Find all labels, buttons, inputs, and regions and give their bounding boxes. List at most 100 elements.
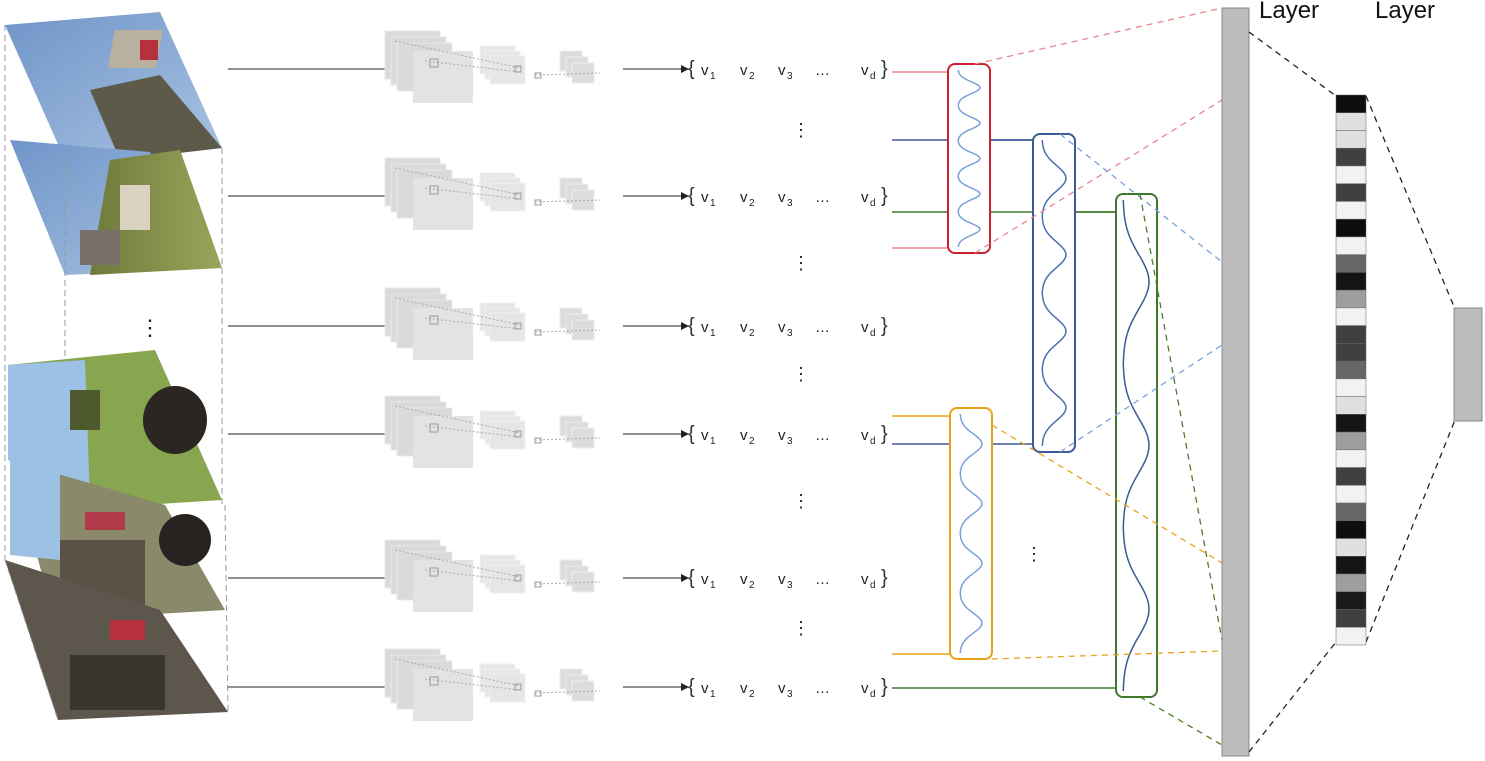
vector-right-brace: } [881, 676, 888, 698]
feature-cell [1335, 502, 1367, 522]
layer-label-2: Layer [1375, 0, 1436, 24]
output-layer-box [1453, 307, 1483, 422]
gaussian-green [1122, 199, 1150, 692]
feature-cell [1335, 520, 1367, 539]
vector-left-brace: { [688, 315, 695, 337]
vector-subscript: d [870, 328, 876, 339]
feature-cell [1335, 183, 1367, 202]
vector-subscript: 1 [710, 580, 716, 591]
vector-right-brace: } [881, 185, 888, 207]
filter-green [1115, 193, 1158, 698]
vector-left-brace: { [688, 567, 695, 589]
vector-component: v [778, 319, 786, 336]
vector-component: v [778, 62, 786, 79]
feature-cell [1335, 254, 1367, 273]
feature-cell [1335, 414, 1367, 433]
feature-cell [1335, 485, 1367, 504]
vector-subscript: 2 [749, 71, 755, 82]
vector-component: v [740, 571, 748, 588]
cnn-block-2 [384, 157, 689, 230]
vector-component: v [861, 427, 869, 444]
frame-2 [10, 140, 222, 275]
vector-component: v [740, 319, 748, 336]
feature-cell [1335, 130, 1367, 149]
vector-component: v [861, 680, 869, 697]
frame-1 [5, 12, 222, 160]
vector-dots: … [815, 319, 830, 336]
vector-right-brace: } [881, 423, 888, 445]
feature-cell [1335, 165, 1367, 184]
feature-cell [1335, 396, 1367, 415]
feature-cell [1335, 556, 1367, 575]
feature-cell [1335, 538, 1367, 557]
filter-blue [1032, 133, 1076, 453]
feature-cell [1335, 112, 1367, 131]
vector-right-brace: } [881, 567, 888, 589]
vector-component: v [701, 571, 709, 588]
vector-dots: … [815, 427, 830, 444]
feature-cell [1335, 467, 1367, 486]
vector-subscript: 3 [787, 580, 793, 591]
vector-subscript: 2 [749, 328, 755, 339]
cnn-block-1 [384, 30, 689, 103]
vector-component: v [861, 571, 869, 588]
row-ellipsis-3: ⋮ [792, 364, 810, 384]
row-ellipses: ⋮ ⋮ ⋮ ⋮ ⋮ ⋮ [792, 120, 1043, 638]
filter-to-layer-connections [974, 7, 1223, 746]
layer-label-1: Layer [1259, 0, 1320, 24]
vector-dots: … [815, 680, 830, 697]
vector-subscript: 1 [710, 198, 716, 209]
feature-cell [1335, 449, 1367, 468]
feature-strip [1335, 94, 1367, 646]
vector-component: v [701, 62, 709, 79]
gaussian-curves [957, 69, 1150, 692]
feature-cell [1335, 378, 1367, 397]
filter-red [947, 63, 991, 254]
vector-subscript: d [870, 71, 876, 82]
feature-cell [1335, 307, 1367, 326]
gaussian-blue [1041, 139, 1067, 447]
temporal-filters [947, 63, 1158, 698]
fc-layer-bar [1221, 7, 1250, 757]
vector-subscript: d [870, 580, 876, 591]
vector-subscript: 3 [787, 436, 793, 447]
vector-subscript: d [870, 436, 876, 447]
cnn-block-6 [384, 648, 689, 721]
vector-subscript: 1 [710, 71, 716, 82]
gaussian-red [957, 69, 981, 248]
vector-subscript: 2 [749, 436, 755, 447]
vector-component: v [701, 680, 709, 697]
vector-subscript: d [870, 689, 876, 700]
cnn-block-4 [384, 395, 689, 468]
feature-cell [1335, 343, 1367, 362]
vector-component: v [740, 189, 748, 206]
feature-cell [1335, 94, 1367, 113]
video-frames: ⋮ [4, 12, 229, 721]
vector-left-brace: { [688, 58, 695, 80]
cnn-block-5 [384, 539, 689, 612]
vector-left-brace: { [688, 423, 695, 445]
filter-inputs [892, 71, 1116, 689]
vector-component: v [778, 189, 786, 206]
feature-cell [1335, 360, 1367, 380]
feature-cell [1335, 236, 1367, 255]
row-ellipsis-6: ⋮ [1025, 544, 1043, 564]
feature-cell [1335, 573, 1367, 593]
vector-component: v [778, 427, 786, 444]
vector-component: v [861, 189, 869, 206]
frames-ellipsis: ⋮ [139, 315, 161, 340]
vector-component: v [778, 571, 786, 588]
feature-cell [1335, 272, 1367, 291]
feature-cell [1335, 147, 1367, 167]
vector-left-brace: { [688, 185, 695, 207]
vector-right-brace: } [881, 58, 888, 80]
feature-cell [1335, 218, 1367, 238]
vector-subscript: 1 [710, 328, 716, 339]
vector-component: v [861, 319, 869, 336]
